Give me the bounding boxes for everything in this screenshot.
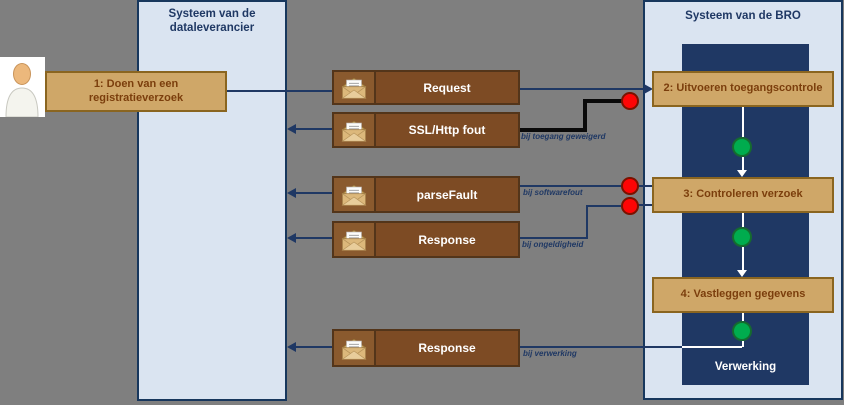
- envelope-icon: [334, 72, 376, 103]
- success-dot-3: [732, 321, 752, 341]
- step-4-label: 4: Vastleggen gegevens: [680, 288, 806, 301]
- error-dot-step2: [621, 92, 639, 110]
- line-response2-return: [296, 237, 332, 239]
- step-4-box: 4: Vastleggen gegevens: [652, 277, 834, 313]
- line-dot3-elbow-v: [586, 205, 588, 238]
- arrowhead-into-step3: [737, 170, 747, 177]
- line-elbow-to-response2: [520, 237, 588, 239]
- step-1-box: 1: Doen van een registratieverzoek: [45, 71, 227, 112]
- error-dot-step3-a: [621, 177, 639, 195]
- black-error-line-v: [583, 99, 587, 132]
- black-error-line-h1: [583, 99, 630, 103]
- envelope-icon: [334, 223, 376, 256]
- flow-step3-to-green2: [742, 213, 744, 227]
- arrowhead-ssl-return: [287, 124, 296, 134]
- flow-step2-to-green1: [742, 107, 744, 137]
- arrowhead-parsefault-return: [287, 188, 296, 198]
- message-response2-label: Response: [418, 232, 476, 247]
- line-dot3-to-step3: [638, 204, 652, 206]
- message-request-label: Request: [423, 80, 471, 95]
- panel-dataleverancier: Systeem van de dataleverancier: [137, 0, 287, 401]
- condition-ongeldigheid: bij ongeldigheid: [522, 240, 584, 249]
- panel-dataleverancier-title: Systeem van de dataleverancier: [168, 8, 256, 35]
- message-parsefault: parseFault: [332, 176, 520, 213]
- line-step1-to-request: [227, 90, 332, 92]
- envelope-icon: [334, 114, 376, 146]
- message-response-ongeldigheid: Response: [332, 221, 520, 258]
- arrowhead-into-step2: [644, 84, 653, 94]
- message-response3-label: Response: [418, 341, 476, 355]
- line-response3-return: [296, 346, 332, 348]
- line-dot3-elbow-top: [586, 205, 621, 207]
- envelope-icon: [334, 331, 376, 365]
- arrowhead-response3-return: [287, 342, 296, 352]
- condition-verwerking: bij verwerking: [523, 349, 577, 358]
- flow-green3-down: [742, 341, 744, 347]
- flow-step4-to-green3: [742, 313, 744, 321]
- message-ssl-label: SSL/Http fout: [408, 123, 486, 137]
- verwerking-label: Verwerking: [714, 361, 777, 373]
- black-error-line-h2: [520, 128, 587, 132]
- message-response-verwerking: Response: [332, 329, 520, 367]
- arrowhead-into-step4: [737, 270, 747, 277]
- line-request-to-step2: [520, 88, 644, 90]
- error-dot-step3-b: [621, 197, 639, 215]
- line-dot2-to-step3: [638, 185, 652, 187]
- success-dot-2: [732, 227, 752, 247]
- line-ssl-return: [296, 128, 332, 130]
- condition-toegang-geweigerd: bij toegang geweigerd: [521, 132, 606, 141]
- step-3-box: 3: Controleren verzoek: [652, 177, 834, 213]
- person-icon: [0, 57, 45, 117]
- step-3-label: 3: Controleren verzoek: [683, 188, 803, 201]
- line-verwerking-to-response3: [520, 346, 682, 348]
- line-step3-to-parsefault: [520, 185, 623, 187]
- person-icon-svg: [4, 63, 39, 117]
- success-dot-1: [732, 137, 752, 157]
- message-parsefault-label: parseFault: [416, 187, 478, 202]
- condition-softwarefout: bij softwarefout: [523, 188, 583, 197]
- message-ssl-http-fout: SSL/Http fout: [332, 112, 520, 148]
- flow-green3-left: [682, 346, 742, 348]
- arrowhead-response2-return: [287, 233, 296, 243]
- step-2-label: 2: Uitvoeren toegangscontrole: [663, 82, 823, 95]
- panel-bro-title: Systeem van de BRO: [685, 10, 801, 22]
- line-parsefault-return: [296, 192, 332, 194]
- flow-green1-to-step3: [742, 157, 744, 170]
- message-request: Request: [332, 70, 520, 105]
- step-1-label: 1: Doen van een registratieverzoek: [88, 77, 184, 104]
- step-2-box: 2: Uitvoeren toegangscontrole: [652, 71, 834, 107]
- envelope-icon: [334, 178, 376, 211]
- flow-green2-to-step4: [742, 247, 744, 270]
